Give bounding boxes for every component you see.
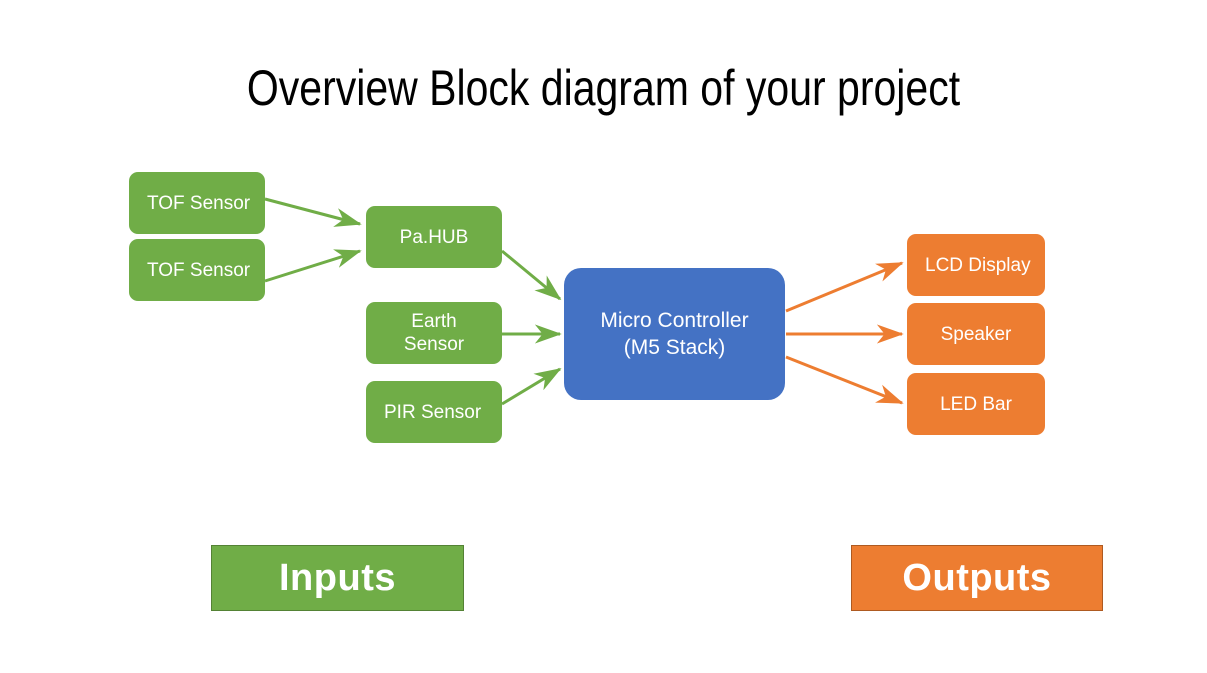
block-label-line-1: Earth (411, 311, 457, 332)
block-label: TOF Sensor (147, 192, 251, 214)
legend-outputs[interactable]: Outputs (851, 545, 1103, 611)
block-lcd-display[interactable]: LCD Display (907, 234, 1045, 296)
connector-controller-to-ledbar (785, 355, 904, 405)
block-earth-sensor[interactable]: Earth Sensor (366, 302, 502, 364)
legend-inputs-label: Inputs (279, 556, 396, 599)
connector-pir-to-controller (501, 367, 562, 406)
legend-outputs-label: Outputs (902, 556, 1052, 599)
connector-tof2-to-pahub (264, 249, 362, 283)
block-label-line-1: Micro Controller (600, 309, 749, 332)
legend-inputs[interactable]: Inputs (211, 545, 464, 611)
block-tof-sensor-1[interactable]: TOF Sensor (129, 172, 265, 234)
block-label: PIR Sensor (384, 401, 482, 423)
block-micro-controller[interactable]: Micro Controller (M5 Stack) (564, 268, 785, 400)
page-title: Overview Block diagram of your project (246, 60, 961, 116)
block-label: Earth Sensor (366, 310, 502, 356)
block-pir-sensor[interactable]: PIR Sensor (366, 381, 502, 443)
block-tof-sensor-2[interactable]: TOF Sensor (129, 239, 265, 301)
block-label: Micro Controller (M5 Stack) (564, 307, 785, 361)
block-label: LCD Display (925, 254, 1031, 276)
connector-tof1-to-pahub (264, 197, 362, 227)
block-label: LED Bar (940, 393, 1012, 415)
block-speaker[interactable]: Speaker (907, 303, 1045, 365)
connector-controller-to-lcd (785, 261, 904, 313)
block-label: Speaker (940, 323, 1012, 345)
block-label: Pa.HUB (399, 226, 469, 248)
block-label: TOF Sensor (147, 259, 251, 281)
connector-pahub-to-controller (501, 249, 562, 301)
block-label-line-2: Sensor (403, 334, 465, 355)
block-led-bar[interactable]: LED Bar (907, 373, 1045, 435)
block-label-line-2: (M5 Stack) (623, 336, 726, 359)
block-pa-hub[interactable]: Pa.HUB (366, 206, 502, 268)
